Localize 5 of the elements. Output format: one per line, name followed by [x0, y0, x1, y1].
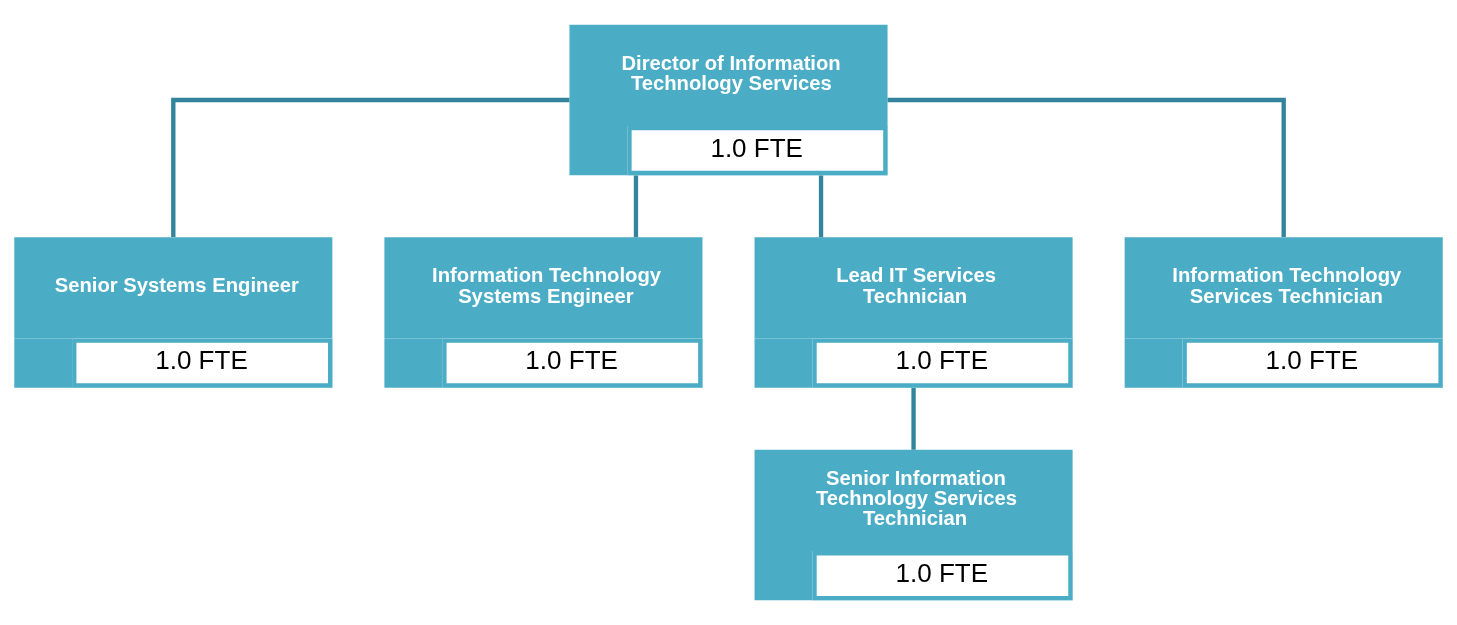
connector: [171, 97, 570, 237]
connector: [911, 388, 916, 450]
connector: [633, 175, 639, 238]
connector: [818, 175, 824, 238]
connector: [887, 97, 1286, 237]
